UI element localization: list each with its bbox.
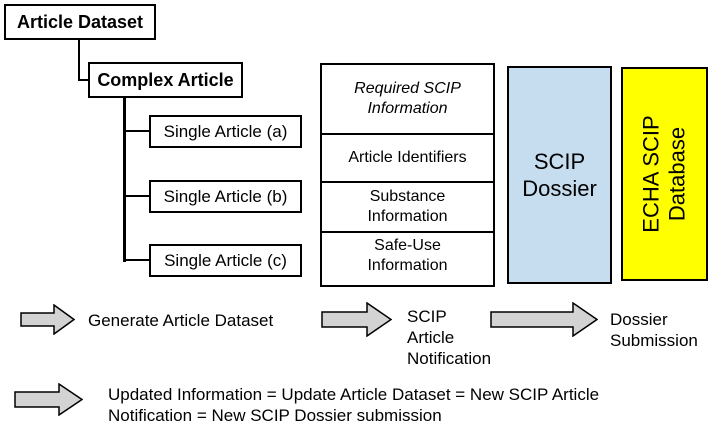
- echa-scip-database-label: ECHA SCIP Database: [639, 115, 691, 232]
- table-cell-text: Information: [367, 208, 448, 225]
- echa-scip-database-box: ECHA SCIP Database: [621, 67, 708, 281]
- submission-label-line2: Submission: [610, 331, 698, 350]
- table-header-row: Required SCIP Information: [322, 65, 493, 133]
- table-header-line2: Information: [367, 100, 448, 117]
- echa-database-line2: Database: [664, 126, 690, 222]
- required-scip-information-table: Required SCIP Information Article Identi…: [320, 63, 495, 287]
- connector-branch-c: [123, 259, 149, 261]
- connector-trunk: [123, 98, 126, 262]
- notification-label-line1: SCIP: [407, 307, 447, 326]
- notification-arrow-icon: [321, 302, 392, 337]
- scip-dossier-line1: SCIP: [533, 149, 586, 174]
- notification-label-line3: Notification: [407, 349, 492, 368]
- submission-arrow-icon: [490, 302, 598, 337]
- connector-root-elbow: [78, 79, 90, 81]
- connector-branch-a: [123, 130, 149, 132]
- table-cell-text: Substance: [369, 188, 446, 205]
- notification-label-line2: Article: [407, 328, 455, 347]
- table-cell-text: Information: [367, 257, 448, 274]
- scip-dossier-label: SCIP Dossier: [522, 148, 597, 202]
- article-dataset-label: Article Dataset: [16, 11, 144, 32]
- echa-database-line1: ECHA SCIP: [638, 115, 664, 233]
- update-note-line2: Notification = New SCIP Dossier submissi…: [108, 406, 442, 425]
- single-article-b-box: Single Article (b): [149, 180, 302, 213]
- complex-article-label: Complex Article: [97, 69, 234, 90]
- single-article-c-box: Single Article (c): [149, 244, 302, 277]
- generate-arrow-icon: [20, 304, 75, 335]
- single-article-a-label: Single Article (a): [163, 121, 288, 141]
- single-article-a-box: Single Article (a): [149, 115, 302, 148]
- submission-arrow-label: Dossier Submission: [610, 309, 698, 351]
- update-note-text: Updated Information = Update Article Dat…: [108, 384, 599, 426]
- notification-arrow-label: SCIP Article Notification: [407, 306, 491, 369]
- update-note-line1: Updated Information = Update Article Dat…: [108, 385, 600, 404]
- single-article-b-label: Single Article (b): [163, 186, 288, 206]
- table-cell-text: Article Identifiers: [348, 149, 467, 166]
- update-arrow-icon: [14, 383, 83, 416]
- connector-branch-b: [123, 195, 149, 197]
- table-row-safe-use-information: Safe-Use Information: [322, 231, 493, 279]
- table-row-article-identifiers: Article Identifiers: [322, 133, 493, 181]
- table-row-substance-information: Substance Information: [322, 181, 493, 231]
- scip-dossier-box: SCIP Dossier: [507, 66, 612, 284]
- table-cell-text: Safe-Use: [374, 237, 441, 254]
- article-dataset-box: Article Dataset: [4, 4, 156, 40]
- generate-arrow-label: Generate Article Dataset: [88, 311, 274, 330]
- scip-dossier-line2: Dossier: [522, 176, 597, 201]
- table-header-line1: Required SCIP: [354, 80, 461, 97]
- complex-article-box: Complex Article: [88, 62, 243, 98]
- single-article-c-label: Single Article (c): [164, 250, 287, 270]
- submission-label-line1: Dossier: [610, 310, 668, 329]
- connector-root-vertical: [78, 40, 80, 81]
